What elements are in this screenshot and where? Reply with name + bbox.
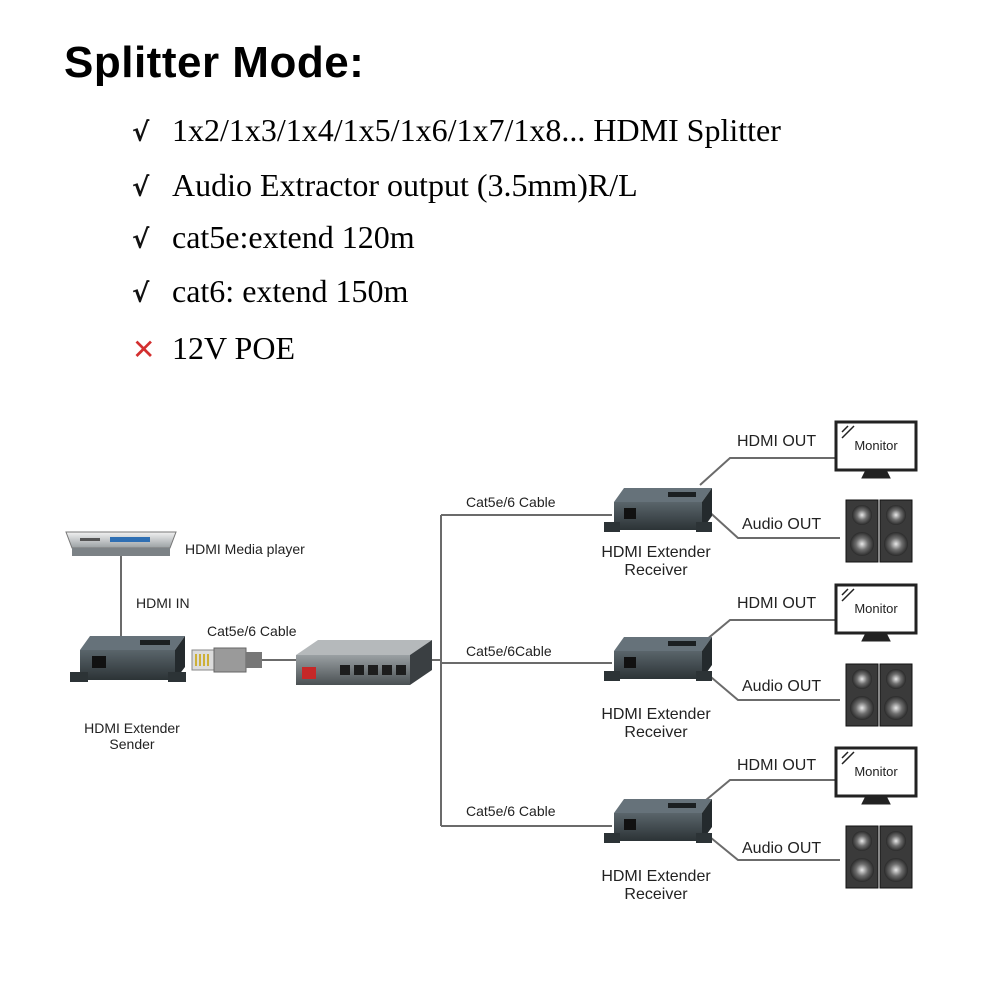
hdmi-out-line-3 — [699, 779, 835, 806]
receiver-label: HDMI Extender Receiver — [586, 868, 726, 904]
check-icon: √ — [132, 225, 150, 255]
receiver-label: HDMI Extender Receiver — [586, 706, 726, 742]
receiver-cable-label: Cat5e/6Cable — [466, 643, 552, 659]
receiver-label-line-2: Receiver — [624, 562, 688, 579]
hdmi-out-label: HDMI OUT — [737, 595, 817, 612]
receiver-label-line-2: Receiver — [624, 724, 688, 741]
check-icon: √ — [132, 118, 150, 148]
monitor-icon-2 — [834, 583, 918, 642]
monitor-label: Monitor — [854, 601, 898, 616]
sender-device-icon — [70, 636, 186, 682]
check-icon: √ — [132, 173, 150, 203]
hdmi-out-label: HDMI OUT — [737, 757, 817, 774]
audio-out-label: Audio OUT — [742, 516, 822, 533]
network-switch-icon — [296, 640, 432, 685]
receiver-cable-label: Cat5e/6 Cable — [466, 803, 556, 819]
media-player-icon — [65, 531, 177, 556]
feature-text: Audio Extractor output (3.5mm)R/L — [172, 167, 638, 203]
cross-icon: ✕ — [132, 333, 156, 366]
feature-item: ✕ 12V POE — [132, 330, 295, 367]
audio-out-label: Audio OUT — [742, 678, 822, 695]
receiver-label: HDMI Extender Receiver — [586, 544, 726, 580]
audio-out-line-3 — [704, 832, 840, 861]
feature-item: √ cat5e:extend 120m — [132, 219, 415, 256]
rj45-connector-icon — [191, 647, 262, 673]
feature-text: cat5e:extend 120m — [172, 219, 415, 255]
receiver-label-line-1: HDMI Extender — [601, 544, 711, 561]
audio-out-line-1 — [704, 507, 840, 539]
receiver-device-icon-2 — [604, 637, 712, 681]
speaker-icon-3 — [845, 825, 913, 889]
sender-label: HDMI Extender Sender — [72, 720, 192, 752]
sender-label-line-2: Sender — [109, 736, 155, 752]
feature-item: √ 1x2/1x3/1x4/1x5/1x6/1x7/1x8... HDMI Spl… — [132, 112, 781, 149]
sender-label-line-1: HDMI Extender — [84, 720, 180, 736]
page-title: Splitter Mode: — [64, 38, 365, 87]
feature-item: √ Audio Extractor output (3.5mm)R/L — [132, 167, 638, 204]
hdmi-in-label: HDMI IN — [136, 595, 190, 611]
cable-lines — [120, 457, 840, 861]
check-icon: √ — [132, 279, 150, 309]
receiver-device-icon-1 — [604, 488, 712, 532]
sender-cable-label: Cat5e/6 Cable — [207, 623, 297, 639]
feature-text: cat6: extend 150m — [172, 273, 409, 309]
monitor-label: Monitor — [854, 438, 898, 453]
feature-text: 12V POE — [172, 330, 295, 366]
monitor-label: Monitor — [854, 764, 898, 779]
monitor-icon-1 — [834, 420, 918, 479]
hdmi-out-label: HDMI OUT — [737, 433, 817, 450]
feature-text: 1x2/1x3/1x4/1x5/1x6/1x7/1x8... HDMI Spli… — [172, 112, 781, 148]
receiver-label-line-1: HDMI Extender — [601, 868, 711, 885]
receiver-device-icon-3 — [604, 799, 712, 843]
hdmi-out-line-2 — [699, 619, 835, 646]
monitor-icon-3 — [834, 746, 918, 805]
feature-item: √ cat6: extend 150m — [132, 273, 408, 310]
audio-out-label: Audio OUT — [742, 840, 822, 857]
hdmi-out-line-1 — [699, 457, 835, 486]
receiver-label-line-2: Receiver — [624, 886, 688, 903]
speaker-icon-1 — [845, 499, 913, 563]
media-player-label: HDMI Media player — [185, 541, 305, 557]
audio-out-line-2 — [704, 671, 840, 701]
receiver-cable-label: Cat5e/6 Cable — [466, 494, 556, 510]
receiver-label-line-1: HDMI Extender — [601, 706, 711, 723]
speaker-icon-2 — [845, 663, 913, 727]
